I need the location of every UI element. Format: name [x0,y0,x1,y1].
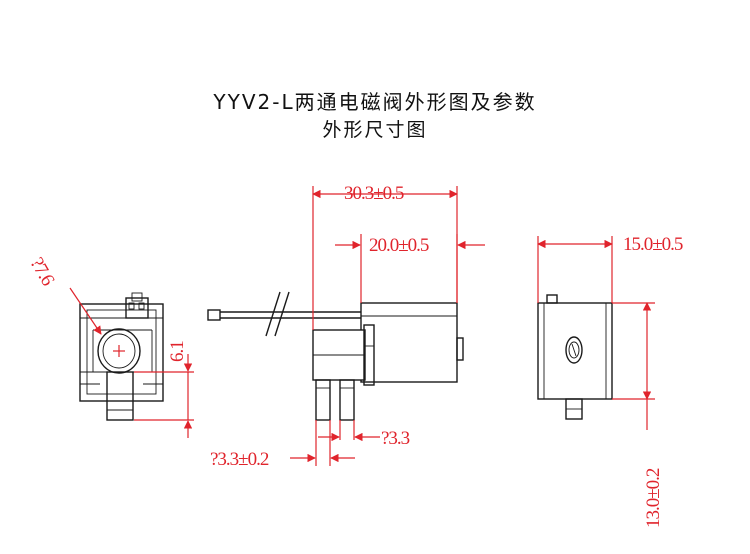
dim-mount-hole: ?7.6 [26,254,102,335]
mount-hole-label: ?7.6 [26,254,59,289]
width-label: 15.0±0.5 [623,234,683,255]
diagram-subtitle: 外形尺寸图 [322,119,428,141]
port-spacing-label: ?3.3±0.2 [210,449,269,470]
dim-offset: 6.1 [134,341,194,438]
side-view [207,291,464,421]
dim-height: 13.0±0.2 [612,302,664,528]
end-view [79,292,164,421]
coil-body [360,302,458,383]
diagram-title: YYV2-L两通电磁阀外形图及参数 [213,90,537,114]
height-label: 13.0±0.2 [643,468,664,528]
dim-body-length: 20.0±0.5 [335,234,485,303]
coil-ellipse [97,328,141,374]
offset-label: 6.1 [167,341,188,362]
port-right [339,379,355,421]
overall-length-label: 30.3±0.5 [344,183,404,204]
wire-plug [207,309,221,321]
front-view [537,294,613,420]
front-port-ring [565,336,583,364]
dim-width: 15.0±0.5 [537,234,684,303]
port-left [315,379,331,421]
port-diameter-label: ?3.3 [381,428,410,449]
front-body [537,302,613,400]
dim-port-spacing: ?3.3±0.2 ?3.3 [210,420,411,470]
body-length-label: 20.0±0.5 [369,235,429,256]
port-nozzle [106,371,134,421]
